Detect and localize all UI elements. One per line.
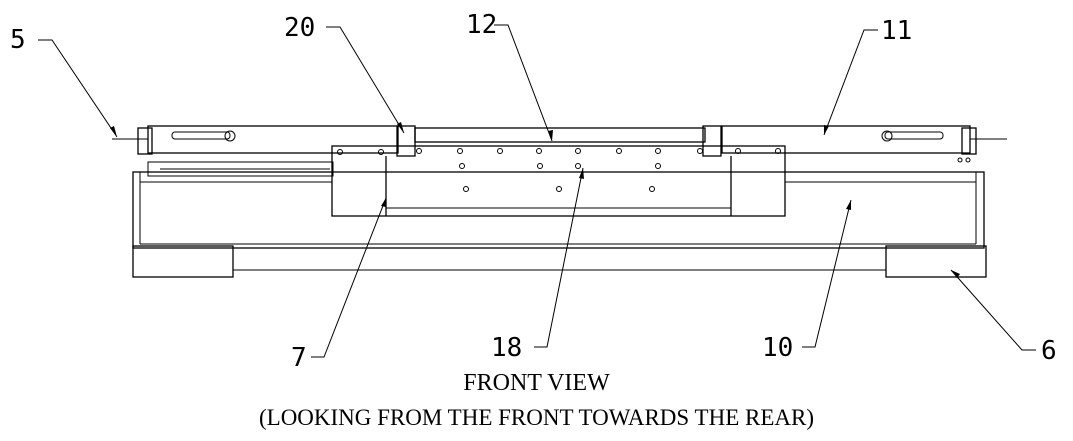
feet [132,245,987,278]
center-plate [331,145,971,217]
callout-20: 20 [284,13,315,43]
callout-12: 12 [466,10,497,40]
callout-6: 6 [1041,336,1057,366]
top-rail [112,125,1007,177]
callout-5: 5 [10,25,26,55]
callout-18: 18 [491,333,522,363]
view-subtitle: (LOOKING FROM THE FRONT TOWARDS THE REAR… [258,405,815,430]
leader-lines [38,24,1036,358]
callout-10: 10 [762,333,793,363]
callout-7: 7 [291,343,307,373]
view-title: FRONT VIEW [463,370,610,396]
base-frame [132,171,985,249]
callout-11: 11 [881,16,912,46]
